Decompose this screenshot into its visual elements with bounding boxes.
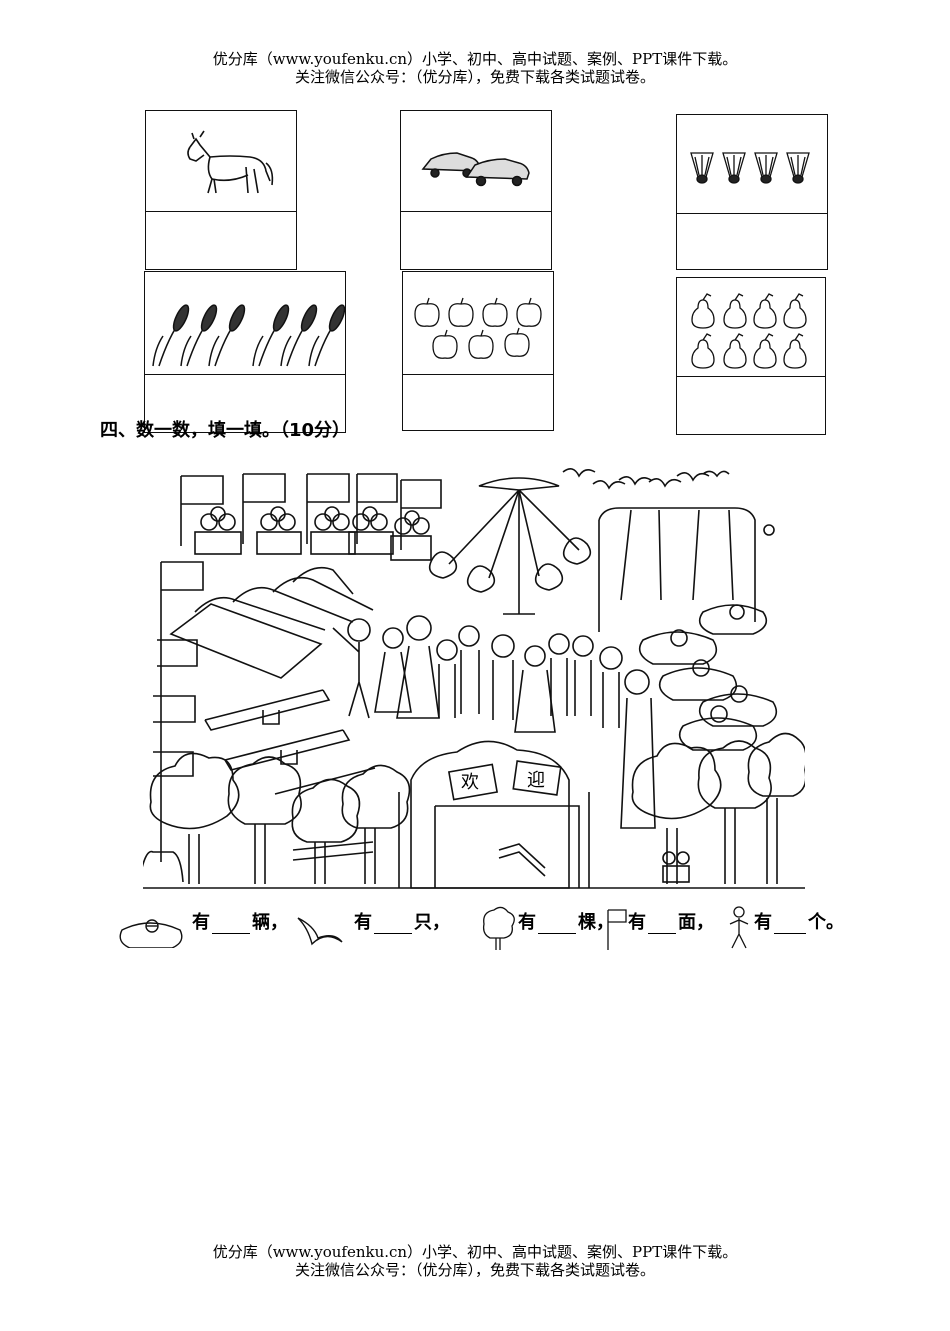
car-icon [421, 152, 530, 187]
count-label: 有 [754, 912, 772, 933]
answer-blank[interactable] [212, 915, 250, 934]
count-item-trees: 有 棵， [478, 906, 614, 952]
child-icon [729, 906, 749, 949]
counting-box-cars [400, 110, 552, 270]
counting-box-shuttlecocks [676, 114, 828, 270]
count-item-birds: 有 只， [294, 906, 450, 952]
wheat-icon [152, 304, 345, 367]
count-item-children: 有 个。 [724, 906, 848, 952]
tree-icon [149, 732, 805, 884]
footer-line-2: 关注微信公众号：（优分库），免费下载各类试题试卷。 [294, 1261, 655, 1279]
bumper-car-icon [119, 919, 183, 948]
horse-icon [187, 130, 274, 194]
flag-icon [607, 909, 627, 950]
answer-blank[interactable] [648, 915, 676, 934]
count-label: 有 [354, 912, 372, 933]
bird-icon [562, 468, 730, 490]
bird-icon [297, 917, 343, 946]
count-label: 有 [192, 912, 210, 933]
answer-blank[interactable] [774, 915, 806, 934]
bumper-car-icon [638, 604, 778, 751]
count-label: 有 [518, 912, 536, 933]
sign-char-left: 欢 [461, 772, 479, 793]
count-unit: 辆， [252, 912, 288, 933]
shuttlecock-icon [690, 152, 810, 184]
counting-box-wheat [144, 271, 346, 433]
answer-blank[interactable] [374, 915, 412, 934]
header-line-1: 优分库（www.youfenku.cn）小学、初中、高中试题、案例、PPT课件下… [212, 50, 738, 68]
tree-icon [482, 906, 515, 950]
counting-box-pears [676, 277, 826, 435]
count-item-flags: 有 面， [604, 906, 734, 952]
header-line-2: 关注微信公众号：（优分库），免费下载各类试题试卷。 [294, 68, 655, 86]
pear-icon [691, 293, 807, 369]
page-header: 优分库（www.youfenku.cn）小学、初中、高中试题、案例、PPT课件下… [0, 50, 950, 86]
sign-char-right: 迎 [527, 770, 545, 791]
count-unit: 面， [678, 912, 714, 933]
playground-scene: 欢 迎 [143, 468, 805, 889]
count-label: 有 [628, 912, 646, 933]
counting-box-apples [402, 271, 554, 431]
footer-line-1: 优分库（www.youfenku.cn）小学、初中、高中试题、案例、PPT课件下… [212, 1243, 738, 1261]
count-unit: 棵， [578, 912, 614, 933]
section-4-title: 四、数一数，填一填。（10分） [100, 420, 351, 441]
count-unit: 只， [414, 912, 450, 933]
apple-icon [414, 297, 542, 359]
count-item-bumper-cars: 有 辆， [118, 906, 288, 952]
count-answer-line: 有辆， 有只， 有棵， 有面， 有个。 [118, 906, 848, 952]
page-footer: 优分库（www.youfenku.cn）小学、初中、高中试题、案例、PPT课件下… [0, 1243, 950, 1279]
answer-blank[interactable] [538, 915, 576, 934]
counting-box-horse [145, 110, 297, 270]
child-icon [332, 615, 656, 829]
count-unit: 个。 [808, 912, 844, 933]
